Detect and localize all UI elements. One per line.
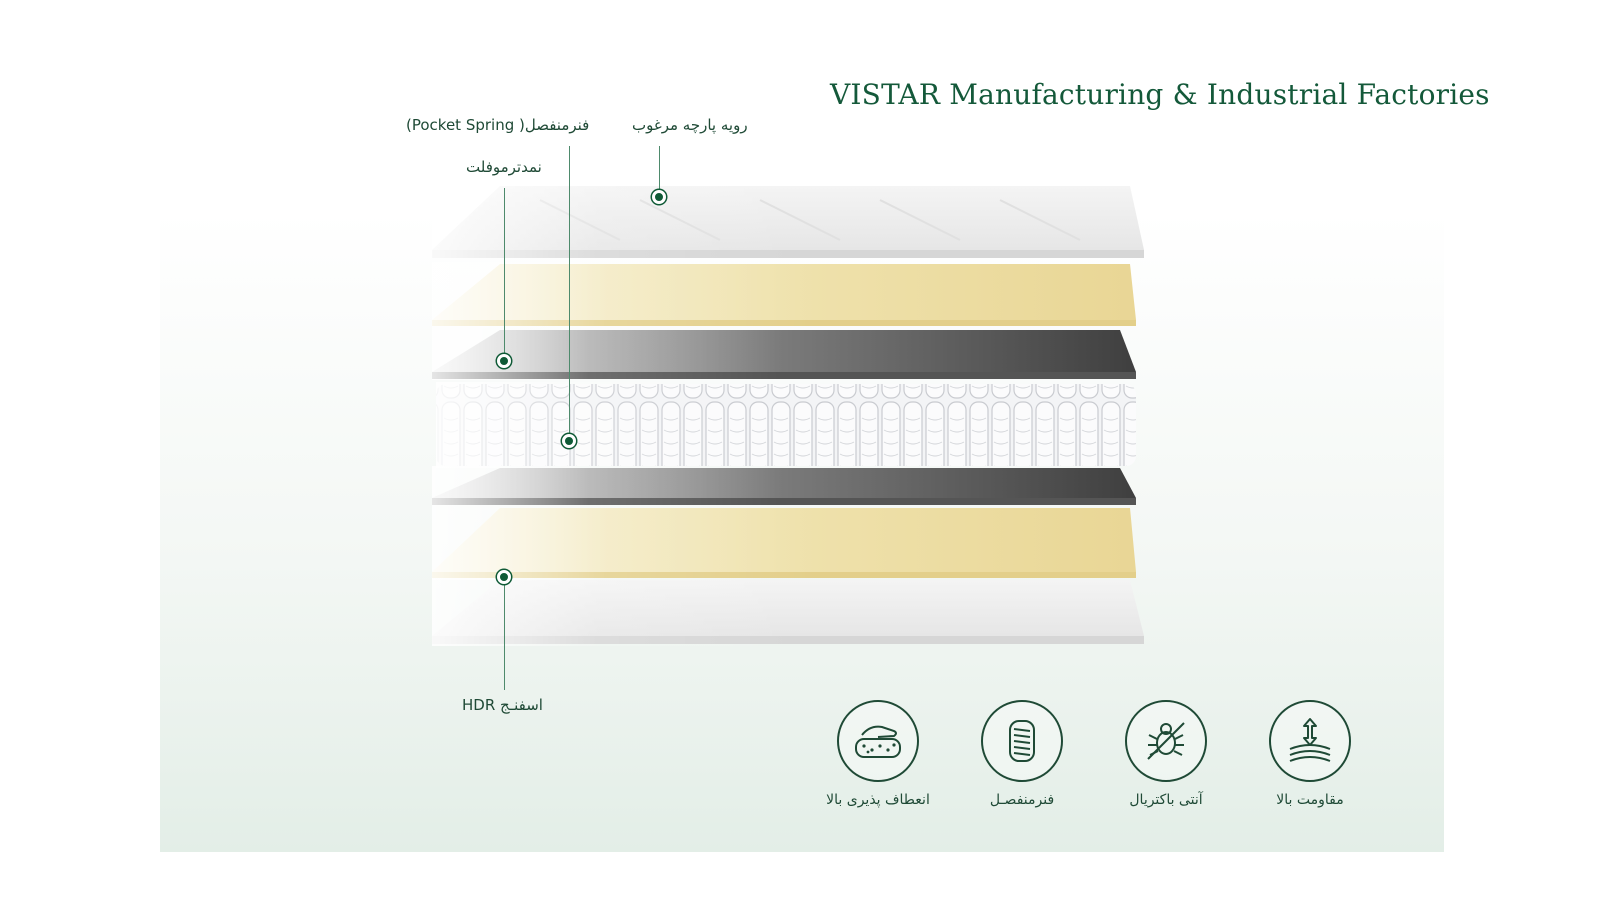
feature-pocket-spring: فنرمنفصـل	[947, 700, 1097, 808]
spring-marker-dot	[562, 434, 576, 448]
pocket-spring-layer	[436, 382, 1136, 468]
top-felt-layer	[432, 328, 1136, 380]
top-cover-layer	[432, 186, 1144, 258]
hdr-marker-dot	[497, 570, 511, 584]
cover-label: رویه پارچه مرغوب	[632, 116, 748, 134]
felt-label: نمدترموفلت	[466, 158, 542, 176]
felt-marker-dot	[497, 354, 511, 368]
cover-marker-dot	[652, 190, 666, 204]
feature-anti-bacterial-label: آنتی باکتریال	[1129, 792, 1203, 808]
leader-line-cover	[659, 146, 660, 196]
bottom-foam-layer	[432, 506, 1136, 580]
pocket-spring-label: فنرمنفصل( Pocket Spring)	[406, 116, 590, 134]
hdr-foam-label: اسفنـج HDR	[462, 696, 543, 714]
leader-line-felt	[504, 188, 505, 358]
high-resistance-icon	[1269, 700, 1351, 782]
leader-line-hdr	[504, 584, 505, 690]
bottom-felt-layer	[432, 466, 1136, 506]
leader-line-spring	[569, 146, 570, 436]
flexible-foam-icon	[837, 700, 919, 782]
feature-anti-bacterial: آنتی باکتریال	[1091, 700, 1241, 808]
feature-flexibility: انعطاف پذیری بالا	[803, 700, 953, 808]
feature-high-resistance: مقاومت بالا	[1235, 700, 1385, 808]
feature-flexibility-label: انعطاف پذیری بالا	[826, 792, 930, 808]
feature-pocket-spring-label: فنرمنفصـل	[989, 792, 1055, 808]
page-title: VISTAR Manufacturing & Industrial Factor…	[830, 78, 1490, 111]
pocket-spring-icon	[981, 700, 1063, 782]
anti-bacterial-icon	[1125, 700, 1207, 782]
bottom-cover-layer	[432, 578, 1144, 646]
feature-high-resistance-label: مقاومت بالا	[1276, 792, 1344, 808]
top-foam-layer	[432, 262, 1136, 328]
